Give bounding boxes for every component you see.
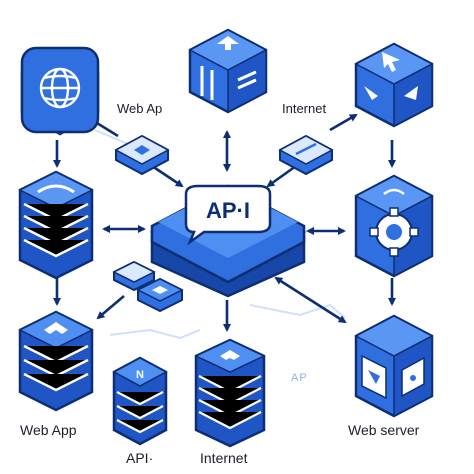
wifi-icon [383,188,405,196]
arrow-webap-center [151,164,184,188]
arc-icon [37,184,75,194]
label-web-app: Web App [20,422,77,438]
arrow-center-bottomright [274,276,347,324]
docs-cube [188,28,268,114]
window-icon [361,354,425,400]
download-icon [220,350,240,360]
server-icon [23,202,89,258]
api-stack: N [112,356,168,446]
server-icon [198,375,262,430]
arrow-internet-right [329,113,358,132]
label-web-server: Web server [348,422,420,438]
document-icon [200,66,257,100]
api-platform: AP·I [149,184,307,298]
label-api: API· [126,450,154,466]
server-stack-left [18,170,94,280]
chip-internet [278,134,334,176]
svg-text:N: N [136,369,144,381]
cursor-icon [382,52,400,72]
web-app-icon [44,322,68,334]
gear-icon [369,207,419,257]
cursor-cube [354,42,434,128]
center-label: AP·I [206,198,250,223]
arrow-up-icon [217,36,239,50]
internet-stack [194,338,266,448]
web-app-stack [18,310,94,412]
chip-webap [114,134,170,176]
gear-cube [354,174,434,278]
label-internet-bottom: Internet [200,450,248,466]
label-faint-ap: AP [291,372,308,384]
arrow-internet-center [266,164,297,188]
globe-icon [39,67,81,109]
connector-arrows [53,113,396,332]
label-web-ap: Web Ap [117,101,163,116]
chip-pair [112,260,184,313]
label-internet-top: Internet [282,101,327,116]
speech-bubble-icon [184,184,272,246]
arrow-chips-webapp [96,295,125,320]
globe-cube [20,46,100,136]
web-server-cube [354,314,434,418]
